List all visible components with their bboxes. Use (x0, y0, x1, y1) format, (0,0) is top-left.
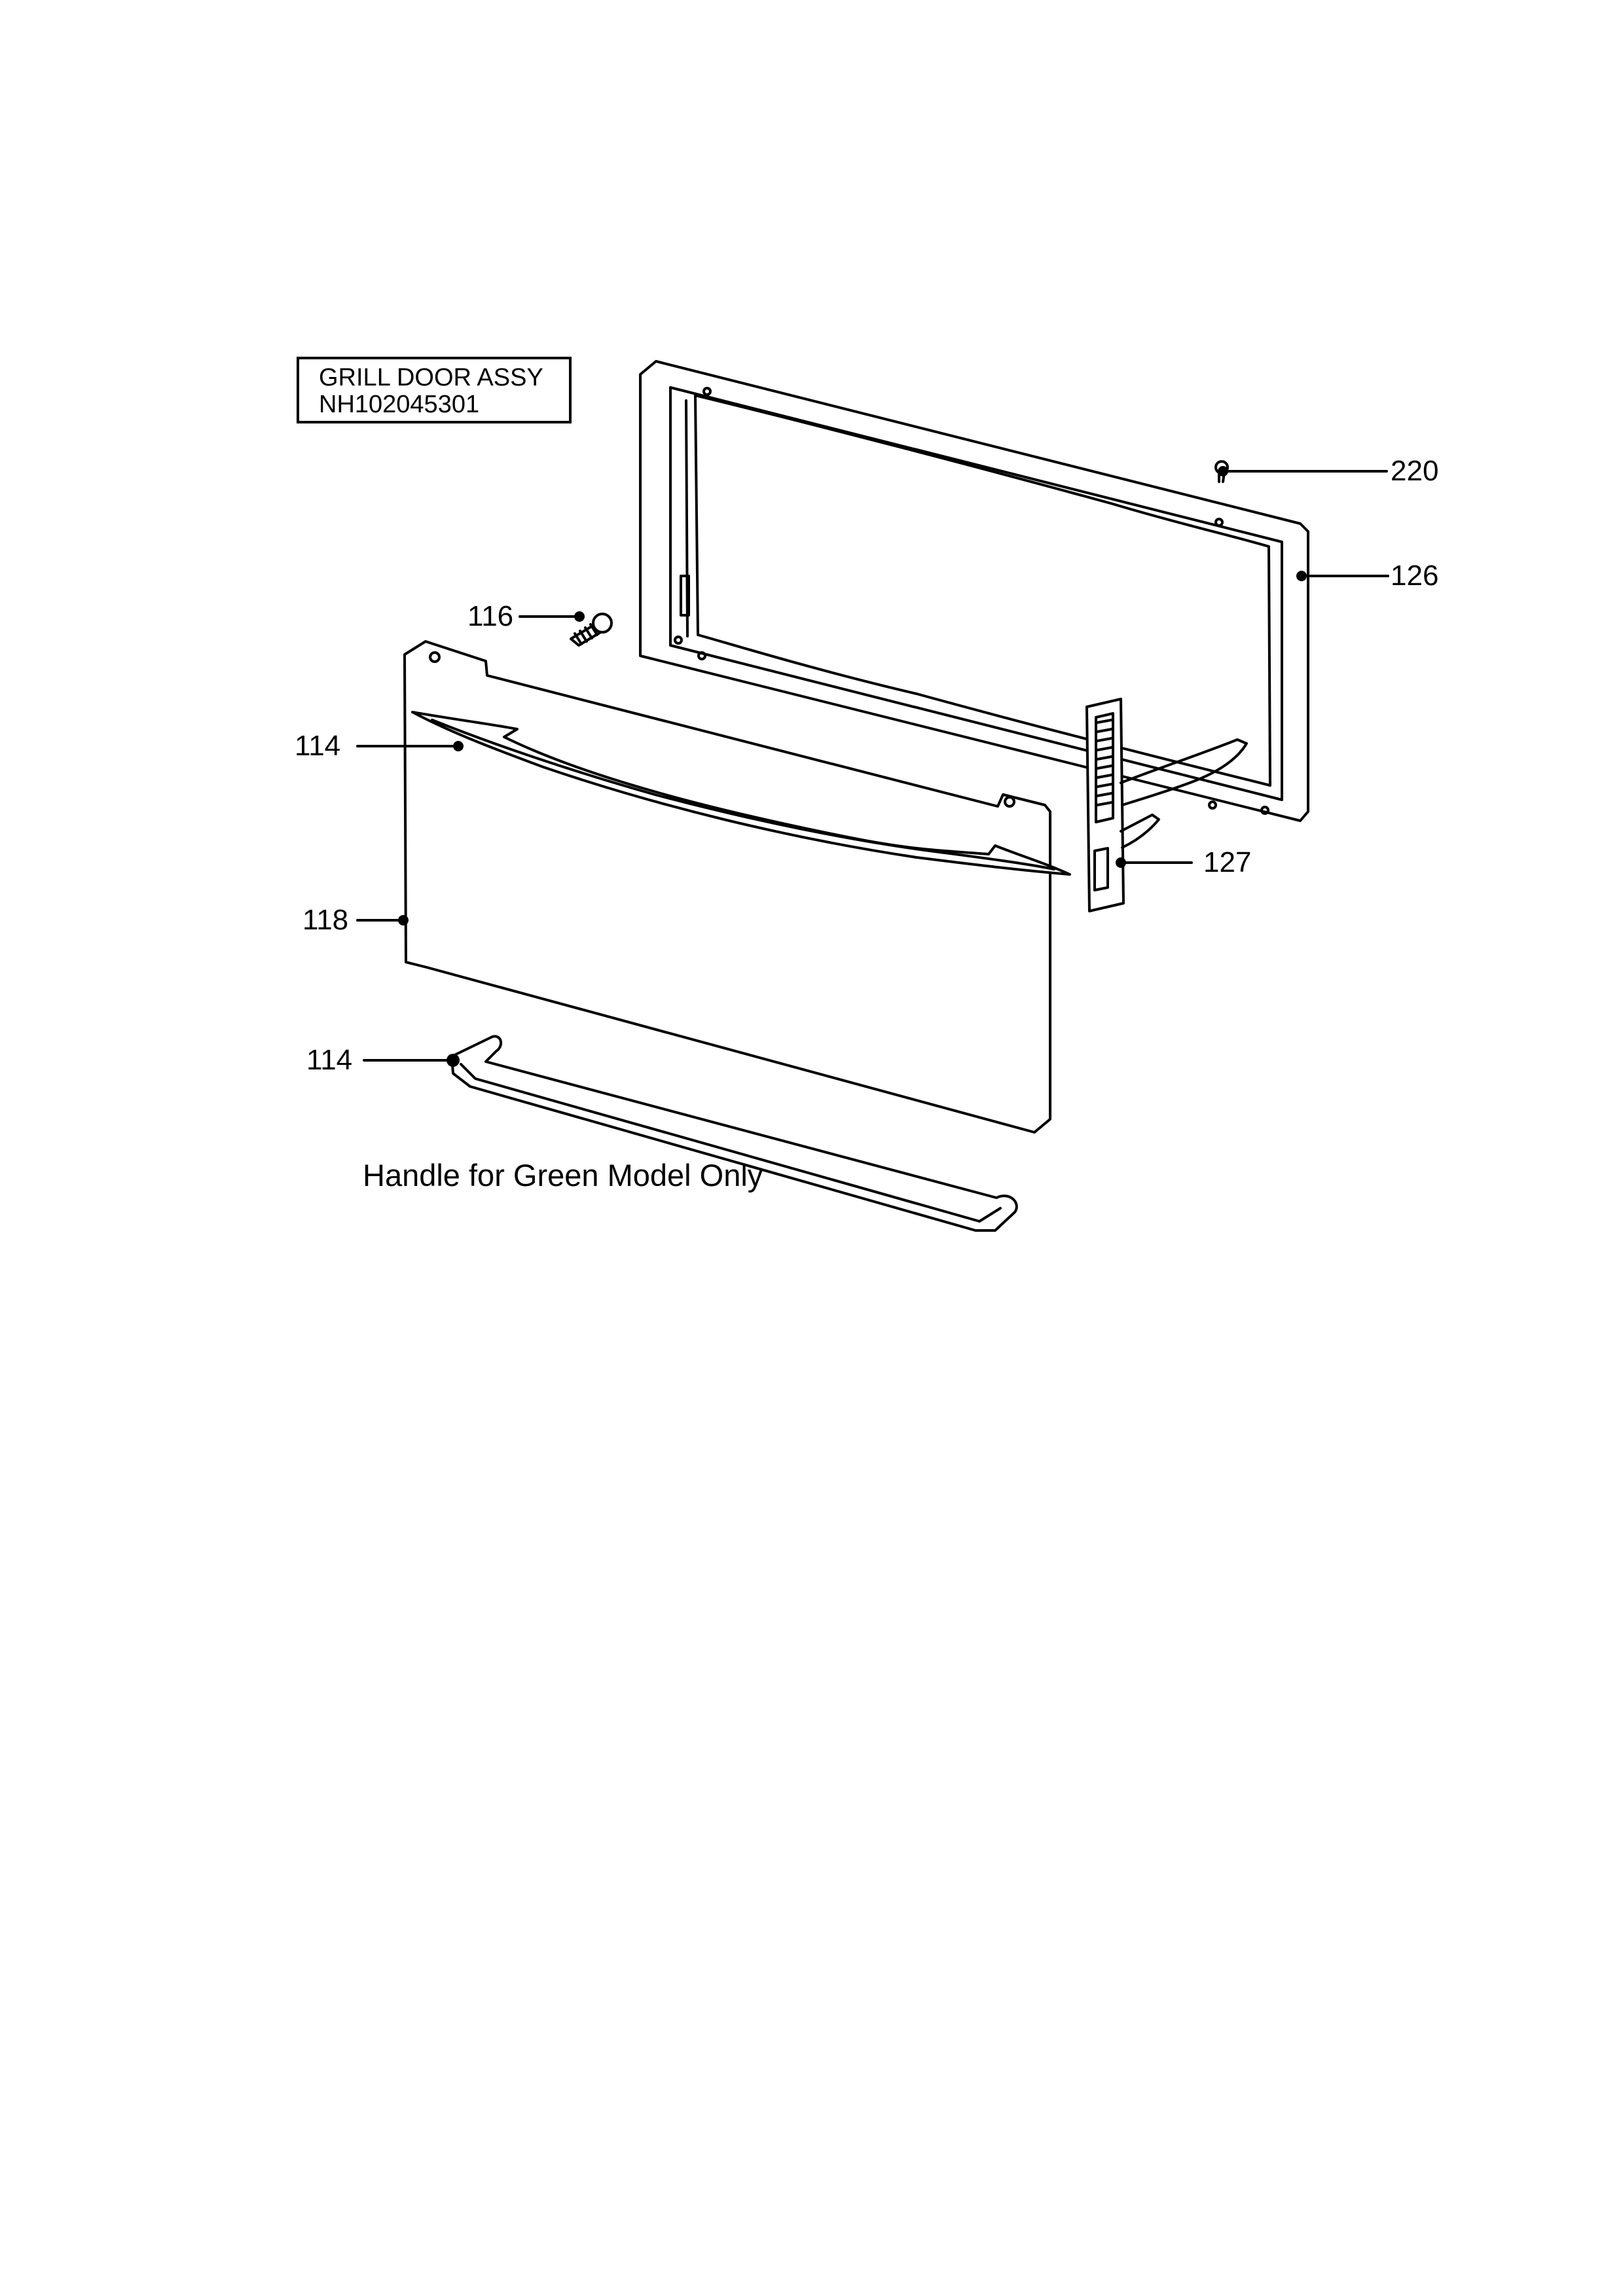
callout-126: 126 (1391, 560, 1439, 592)
callout-118: 118 (302, 904, 349, 936)
title-part-number: NH102045301 (319, 391, 480, 418)
title-assembly-name: GRILL DOOR ASSY (319, 364, 543, 391)
upper-handle-114 (411, 711, 1071, 876)
screw-116 (570, 613, 613, 647)
hinge-127 (1085, 698, 1248, 912)
handle-note: Handle for Green Model Only (363, 1158, 763, 1193)
leader-lines (356, 470, 1389, 1062)
callout-114-upper: 114 (295, 730, 341, 762)
callout-220: 220 (1391, 455, 1439, 487)
callout-114-lower: 114 (306, 1044, 353, 1076)
inner-door-frame-126 (639, 360, 1309, 822)
callout-127: 127 (1203, 846, 1252, 878)
title-box: GRILL DOOR ASSY NH102045301 (297, 357, 572, 423)
leader-dots (398, 466, 1307, 1067)
callout-116: 116 (467, 600, 514, 632)
lower-handle-114 (450, 1035, 1018, 1232)
